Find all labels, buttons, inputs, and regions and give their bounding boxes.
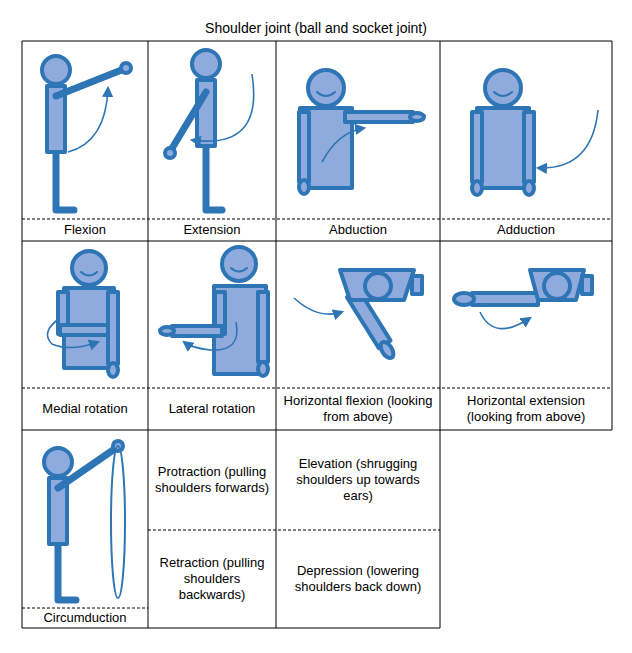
- movement-name: Elevation (shrugging shoulders up toward…: [280, 456, 436, 505]
- movement-name: Horizontal extension (looking from above…: [444, 393, 608, 426]
- title-text: Shoulder joint (ball and socket joint): [205, 20, 427, 38]
- cell-label: Flexion: [22, 219, 148, 241]
- lateral-rotation-figure: [160, 247, 268, 376]
- movement-name: Extension: [183, 222, 240, 238]
- table-grid: [22, 41, 612, 628]
- abduction-figure: [299, 70, 424, 194]
- cell-label: Depression (lowering shoulders back down…: [276, 530, 440, 628]
- circumduction-figure: [44, 441, 125, 600]
- horizontal-extension-figure: [454, 270, 592, 329]
- movement-name: Retraction (pulling shoulders backwards): [152, 555, 272, 604]
- movement-name: Flexion: [64, 222, 106, 238]
- cell-label: Adduction: [440, 219, 612, 241]
- cell-label: Abduction: [276, 219, 440, 241]
- horizontal-flexion-figure: [294, 270, 422, 360]
- movement-name: Circumduction: [43, 610, 126, 626]
- cell-label: Lateral rotation: [148, 388, 276, 430]
- cell-label: Extension: [148, 219, 276, 241]
- movement-name: Adduction: [497, 222, 555, 238]
- cell-label: Retraction (pulling shoulders backwards): [148, 530, 276, 628]
- extension-figure: [165, 50, 254, 210]
- movement-name: Abduction: [329, 222, 387, 238]
- movement-name: Medial rotation: [42, 401, 127, 417]
- flexion-figure: [42, 56, 131, 210]
- chart-title: Shoulder joint (ball and socket joint): [0, 18, 632, 40]
- cell-label: Horizontal extension (looking from above…: [440, 388, 612, 430]
- cell-label: Horizontal flexion (looking from above): [276, 388, 440, 430]
- cell-label: Elevation (shrugging shoulders up toward…: [276, 430, 440, 530]
- cell-label: Circumduction: [22, 608, 148, 628]
- cell-label: Protraction (pulling shoulders forwards): [148, 430, 276, 530]
- movement-name: Horizontal flexion (looking from above): [280, 393, 436, 426]
- adduction-figure: [472, 70, 598, 195]
- medial-rotation-figure: [48, 251, 119, 377]
- movement-name: Lateral rotation: [169, 401, 256, 417]
- cell-label: Medial rotation: [22, 388, 148, 430]
- movement-name: Protraction (pulling shoulders forwards): [152, 464, 272, 497]
- movement-name: Depression (lowering shoulders back down…: [280, 563, 436, 596]
